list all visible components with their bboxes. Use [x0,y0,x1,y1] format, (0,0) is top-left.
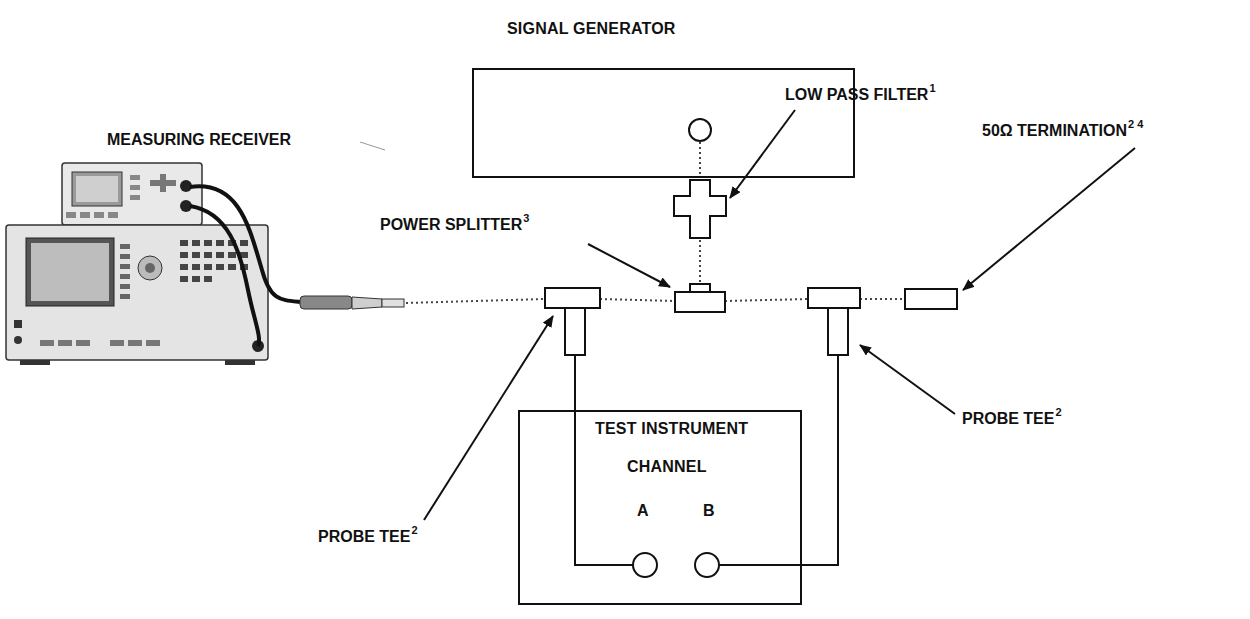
footnote-number: 3 [523,212,529,224]
power-splitter [675,284,725,312]
footnote-number: 2 [411,524,417,536]
channel-connector [695,553,719,577]
power-sensor [300,296,404,309]
stray-mark [360,142,385,150]
probe-tee [545,288,600,355]
footnote-number: 2 [1055,406,1061,418]
equipment-label: MEASURING RECEIVER [107,131,291,149]
probe-wire [575,355,633,565]
part-label: PROBE TEE [318,528,410,546]
receiver-upper-unit [62,163,202,225]
footnote-number: 2 4 [1128,118,1143,130]
receiver-main-unit [6,225,268,365]
part-label: POWER SPLITTER [380,216,522,234]
low-pass-filter [674,180,726,238]
part-label: LOW PASS FILTER [785,86,928,104]
instrument-box: SIGNAL GENERATOR [472,68,855,178]
probe-tee [808,288,860,355]
panel-label: CHANNEL [627,458,707,476]
instrument-box: TEST INSTRUMENT CHANNEL A B [518,410,802,605]
part-label: 50Ω TERMINATION [982,122,1127,140]
instrument-title: SIGNAL GENERATOR [507,20,676,38]
channel-label: B [703,502,715,520]
sensor-cable [190,206,259,346]
output-connector [689,119,711,141]
part-label: PROBE TEE [962,410,1054,428]
channel-label: A [637,502,649,520]
termination [905,289,957,309]
footnote-number: 1 [929,82,935,94]
leader-arrow [424,110,1135,520]
probe-wire [719,355,838,565]
instrument-title: TEST INSTRUMENT [595,420,748,438]
channel-connector [633,553,657,577]
